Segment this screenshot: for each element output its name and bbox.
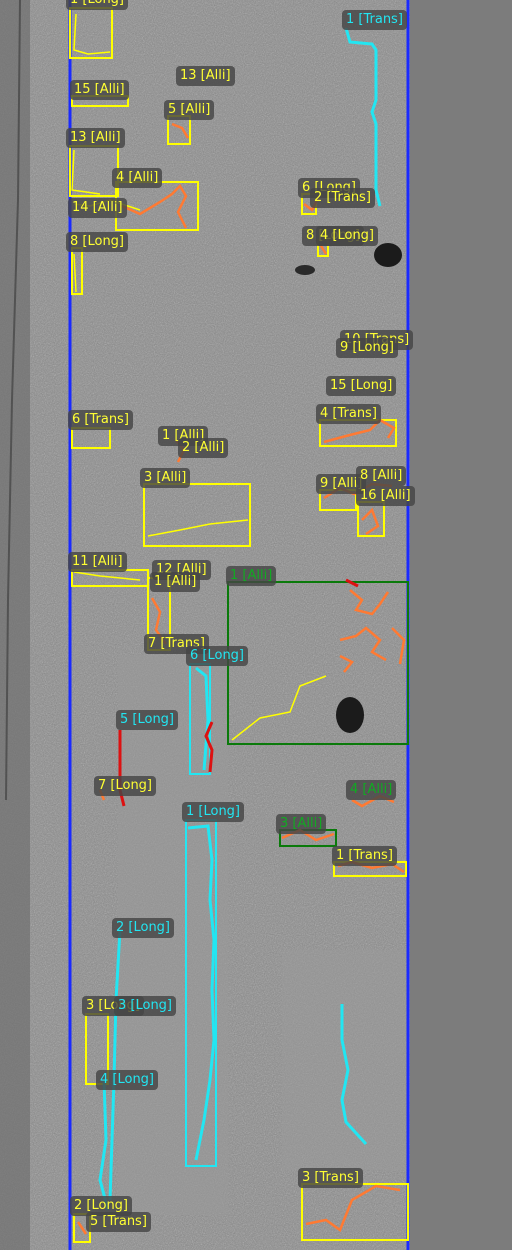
label-trans-5: 5 [Trans] <box>86 1212 151 1232</box>
label-long-1b: 1 [Long] <box>182 802 245 822</box>
label-long-1: 1 [Long] <box>66 0 129 10</box>
label-trans-1: 1 [Trans] <box>342 10 407 30</box>
label-alli-1-group: 1 [Alli] <box>226 566 277 586</box>
poly-group <box>231 675 327 741</box>
pothole-1 <box>374 243 402 267</box>
label-alli-9: 9 [Alli] <box>316 474 367 494</box>
poly-long-8 <box>73 253 77 293</box>
label-long-8: 8 [Long] <box>66 232 129 252</box>
left-edge-stripe <box>0 0 30 1250</box>
label-trans-3: 3 [Trans] <box>298 1168 363 1188</box>
trace-group-4 <box>339 654 354 673</box>
label-long-4b: 4 [Long] <box>96 1070 159 1090</box>
trace-trans-4 <box>323 418 396 444</box>
crack-long-4 <box>98 1079 110 1211</box>
poly-alli-11 <box>73 571 141 581</box>
label-long-2: 2 [Long] <box>112 918 175 938</box>
trace-group-2 <box>339 626 387 662</box>
poly-alli-3 <box>147 519 249 537</box>
pothole-3 <box>295 265 315 275</box>
patch-area-2 <box>282 950 406 1170</box>
trace-group-3 <box>391 627 406 665</box>
label-trans-6: 6 [Trans] <box>68 410 133 430</box>
crack-group-red <box>345 578 359 588</box>
poly-alli-13 <box>71 149 101 195</box>
label-long-5: 5 [Long] <box>116 710 179 730</box>
longitudinal-cracks <box>98 27 382 1211</box>
label-long-3b: 3 [Long] <box>114 996 177 1016</box>
label-alli-1b: 1 [Alli] <box>150 572 201 592</box>
trace-long-2 <box>76 1221 88 1235</box>
label-alli-5: 5 [Alli] <box>164 100 215 120</box>
label-trans-1b: 1 [Trans] <box>332 846 397 866</box>
label-alli-4: 4 [Alli] <box>112 168 163 188</box>
poly-long-1 <box>73 13 111 55</box>
label-alli-4b: 4 [Alli] <box>346 780 397 800</box>
edge-crack-trace <box>5 0 21 801</box>
label-long-7: 7 [Long] <box>94 776 157 796</box>
label-alli-13: 13 [Alli] <box>66 128 125 148</box>
trace-alli-4 <box>121 183 188 229</box>
trace-alli-5 <box>171 122 190 139</box>
label-long-9: 9 [Long] <box>336 338 399 358</box>
label-alli-15: 15 [Alli] <box>70 80 129 100</box>
label-alli-14: 14 [Alli] <box>68 198 127 218</box>
label-alli-2: 2 [Alli] <box>178 438 229 458</box>
label-alli-13-top: 13 [Alli] <box>176 66 235 86</box>
crack-patch-right <box>340 1004 368 1146</box>
label-alli-3b: 3 [Alli] <box>276 814 327 834</box>
label-long-6b: 6 [Long] <box>186 646 249 666</box>
label-alli-16: 16 [Alli] <box>356 486 415 506</box>
crack-long-1 <box>187 824 216 1161</box>
label-long-15: 15 [Long] <box>326 376 397 396</box>
label-long-4: 4 [Long] <box>316 226 379 246</box>
label-trans-4: 4 [Trans] <box>316 404 381 424</box>
label-alli-8: 8 [Alli] <box>356 466 407 486</box>
trace-group-1 <box>349 589 390 616</box>
crack-trans-1 <box>344 27 382 207</box>
crack-long-6-red <box>204 721 214 773</box>
trace-alli-3b <box>281 828 335 842</box>
label-alli-3: 3 [Alli] <box>140 468 191 488</box>
box-alli-3 <box>143 483 251 547</box>
road-shoulder <box>410 0 512 1250</box>
trace-alli-16 <box>361 507 380 536</box>
label-long-2b: 2 [Long] <box>70 1196 133 1216</box>
crack-long-6 <box>195 666 210 771</box>
label-trans-2: 2 [Trans] <box>310 188 375 208</box>
label-alli-11: 11 [Alli] <box>68 552 127 572</box>
pothole-2 <box>336 697 364 733</box>
trace-trans-3 <box>305 1184 401 1232</box>
